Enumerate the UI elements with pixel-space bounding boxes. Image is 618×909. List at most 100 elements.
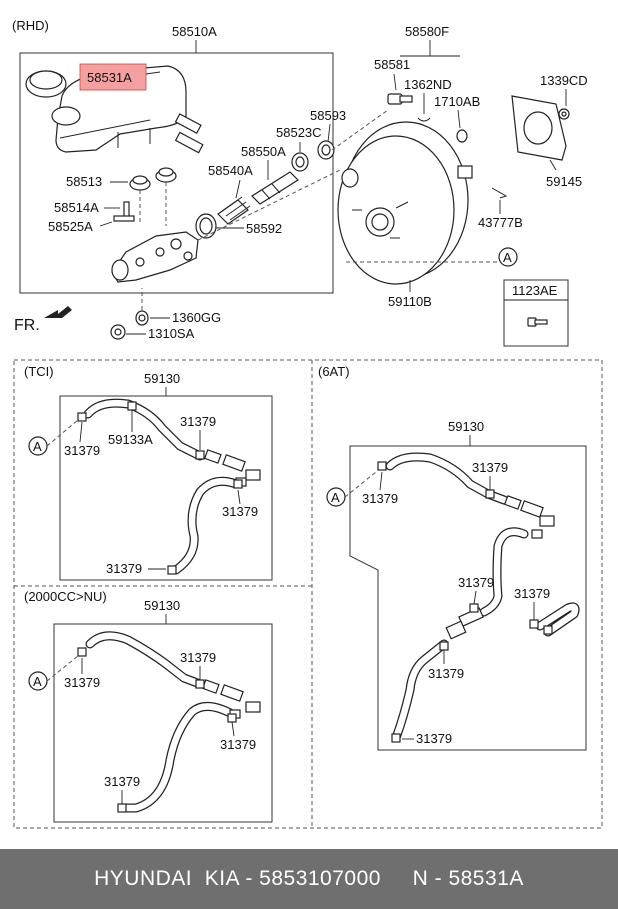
vacuum-hose-frame [13, 359, 603, 829]
label-31379-tci-d: 31379 [106, 561, 142, 576]
leader-58531A [145, 71, 161, 75]
label-58593: 58593 [310, 108, 346, 123]
leader-58540A [235, 179, 241, 199]
reservoir-nozzles [174, 113, 204, 154]
label-58581: 58581 [374, 57, 410, 72]
check-valve-nu [201, 679, 261, 719]
nu-hose-box [53, 623, 273, 823]
label-31379-6at-d: 31379 [514, 586, 550, 601]
callout-a-circle [498, 247, 518, 267]
label-58531A: 58531A [87, 70, 132, 85]
label-58540A: 58540A [208, 163, 253, 178]
label-58514A: 58514A [54, 200, 99, 215]
hose-6at-loop [535, 602, 580, 637]
spring-clip [417, 117, 431, 122]
label-43777B: 43777B [478, 215, 523, 230]
master-cylinder-group-box [19, 52, 334, 294]
clamp [543, 625, 553, 635]
label-59133A: 59133A [108, 432, 153, 447]
6at-hose-box [349, 445, 587, 751]
clamp [195, 450, 205, 460]
label-31379-6at-f: 31379 [416, 731, 452, 746]
at6-label: (6AT) [318, 364, 350, 379]
label-59145: 59145 [546, 174, 582, 189]
hose-tci-lower [171, 476, 241, 575]
highlight-58531A [79, 63, 147, 91]
valve-6at-junction [445, 603, 484, 640]
leader-58593 [327, 123, 331, 143]
leader-58581 [393, 73, 397, 91]
clamp [77, 412, 87, 422]
label-59130-nu: 59130 [144, 598, 180, 613]
leader-1710AB [457, 109, 461, 129]
callout-a-nu-label: A [33, 674, 42, 689]
nut [558, 108, 570, 120]
o-ring [317, 140, 335, 160]
gasket-ring [195, 213, 217, 239]
leader-31379 [231, 721, 235, 737]
label-31379-tci-c: 31379 [222, 504, 258, 519]
grommet-right [155, 167, 177, 183]
tci-label: (TCI) [24, 364, 54, 379]
leader-31379 [473, 590, 477, 605]
tci-hose-box [59, 395, 273, 581]
label-31379-tci-a: 31379 [64, 443, 100, 458]
brake-booster [337, 121, 473, 285]
label-1362ND: 1362ND [404, 77, 452, 92]
hose-6at-middle [479, 527, 529, 617]
label-31379-6at-b: 31379 [472, 460, 508, 475]
clevis-pin [387, 93, 413, 105]
clamp [117, 803, 127, 813]
leader-31379 [79, 421, 83, 443]
label-31379-nu-a: 31379 [64, 675, 100, 690]
master-cylinder-body [111, 231, 199, 283]
label-58510A: 58510A [172, 24, 217, 39]
clamp [195, 679, 205, 689]
label-31379-6at-c: 31379 [458, 575, 494, 590]
clip [491, 187, 508, 199]
clamp [233, 479, 243, 489]
part-number-footer: HYUNDAI KIA - 5853107000 N - 58531A [0, 849, 618, 909]
seal-ring [291, 152, 309, 172]
clamp [377, 461, 387, 471]
hose-tci-upper [83, 398, 205, 461]
label-59130-tci: 59130 [144, 371, 180, 386]
clamp [485, 489, 495, 499]
label-31379-nu-d: 31379 [104, 774, 140, 789]
label-58525A: 58525A [48, 219, 93, 234]
label-31379-6at-e: 31379 [428, 666, 464, 681]
label-31379-6at-a: 31379 [362, 491, 398, 506]
label-58523C: 58523C [276, 125, 322, 140]
front-label: FR. [14, 317, 40, 334]
label-59110B: 59110B [388, 294, 432, 309]
leader-58525A [99, 221, 113, 227]
nut-1310SA [110, 324, 126, 340]
bolt [527, 317, 548, 327]
label-1360GG: 1360GG [172, 310, 221, 325]
check-valve-6at [503, 495, 555, 539]
piston-assembly [251, 171, 299, 205]
retaining-pin [113, 201, 135, 222]
label-31379-tci-b: 31379 [180, 414, 216, 429]
label-59130-6at: 59130 [448, 419, 484, 434]
parts-diagram: (RHD) 58510A 58531A 58513 58514A 58525A [12, 18, 603, 829]
label-58550A: 58550A [241, 144, 286, 159]
piston-seal-kit [217, 196, 251, 225]
reservoir-cap [25, 70, 67, 98]
hose-nu-lower [121, 702, 237, 813]
rhd-label: (RHD) [12, 18, 49, 33]
callout-a-tci-label: A [33, 439, 42, 454]
leader-31379 [237, 489, 241, 505]
assembly-line [331, 109, 389, 151]
label-58513: 58513 [66, 174, 102, 189]
hose-nu-upper [85, 631, 205, 689]
washer-1360GG [135, 310, 149, 326]
assembly-line [197, 169, 341, 241]
grommet-left [129, 175, 151, 191]
front-arrow-icon [44, 306, 72, 318]
leader-59145 [549, 159, 557, 171]
clamp [167, 565, 177, 575]
label-31379-nu-c: 31379 [220, 737, 256, 752]
leader-31379 [379, 471, 383, 491]
bolt-box [503, 279, 569, 347]
